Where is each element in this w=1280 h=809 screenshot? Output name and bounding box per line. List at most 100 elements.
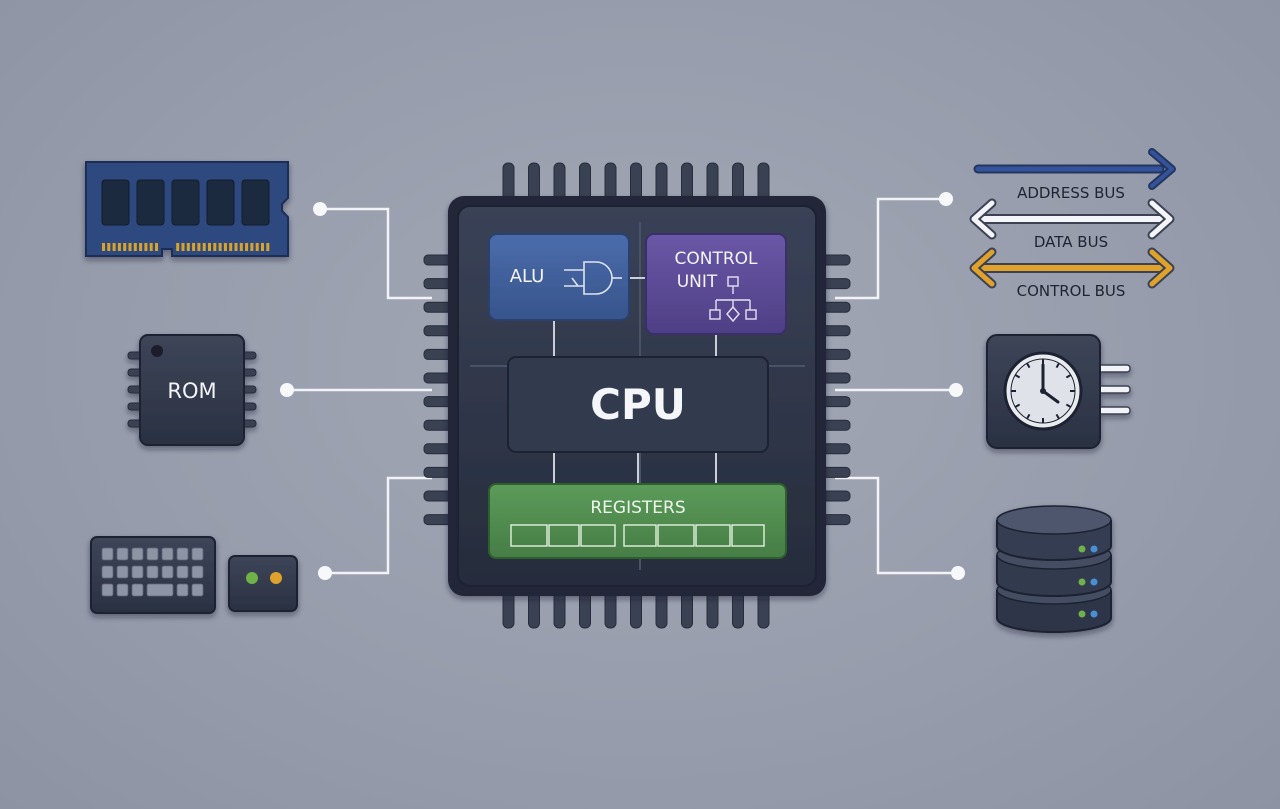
clock-tick (1065, 374, 1072, 379)
register-cells (510, 524, 765, 547)
ram-contact (117, 243, 121, 251)
control-unit-block: CONTROL UNIT (645, 233, 787, 335)
clock-tick (1026, 362, 1031, 369)
keyboard-key (101, 565, 114, 579)
clock-tick (1055, 413, 1060, 420)
cpu-core-block: CPU (507, 356, 769, 453)
keyboard-key (161, 565, 174, 579)
ram-contact (176, 243, 180, 251)
connector-dots (280, 192, 965, 580)
data-bus-label: DATA BUS (1034, 233, 1108, 251)
ram-contact (245, 243, 249, 251)
register-cell (623, 524, 657, 547)
cpu-label: CPU (590, 380, 686, 429)
keyboard-key (131, 565, 144, 579)
connector-dot (280, 383, 294, 397)
ram-contact (255, 243, 259, 251)
keyboard-key (191, 565, 204, 579)
io-device-icon (228, 555, 298, 612)
control-bus-label: CONTROL BUS (1017, 282, 1126, 300)
ram-contact (229, 243, 233, 251)
ram-contact (202, 243, 206, 251)
ram-contact (128, 243, 132, 251)
clock-icon (986, 334, 1131, 449)
status-light-green (246, 572, 258, 584)
keyboard-key (161, 547, 174, 561)
address-bus-label: ADDRESS BUS (1017, 184, 1125, 202)
control-unit-label-line2: UNIT (677, 272, 718, 292)
register-cell (548, 524, 580, 547)
keyboard-key (116, 565, 129, 579)
register-cell (580, 524, 616, 547)
cpu-internal-links (553, 277, 717, 484)
ram-contact (250, 243, 254, 251)
ram-contact (223, 243, 227, 251)
bus-legend: ADDRESS BUS DATA BUS CONTROL BUS (969, 148, 1176, 300)
connector-dot (951, 566, 965, 580)
ram-contact (186, 243, 190, 251)
wire-io-to-cpu (325, 476, 432, 575)
ram-contact (192, 243, 196, 251)
ram-contact (112, 243, 116, 251)
ram-chips (101, 179, 270, 226)
wire-ram-to-cpu (322, 207, 432, 300)
connector-dot (318, 566, 332, 580)
clock-tick (1014, 374, 1021, 379)
clock-tick (1065, 403, 1072, 408)
ram-contact (144, 243, 148, 251)
ram-contact (133, 243, 137, 251)
keyboard-key (176, 583, 189, 597)
status-light-amber (270, 572, 282, 584)
ram-contact (123, 243, 127, 251)
flowchart-icon (709, 276, 757, 323)
wire-cpu-to-storage (835, 476, 958, 575)
keyboard-key (146, 565, 159, 579)
keyboard-key (101, 583, 114, 597)
control-bus-arrow: CONTROL BUS (969, 247, 1175, 300)
database-storage-icon (996, 505, 1112, 633)
ram-contact (107, 243, 111, 251)
ram-contact (155, 243, 158, 251)
ram-contact (234, 243, 238, 251)
data-bus-arrow: DATA BUS (969, 198, 1175, 251)
ram-gold-contacts (102, 243, 270, 251)
keyboard-key (131, 547, 144, 561)
ram-contact (181, 243, 185, 251)
logic-gate-icon (564, 261, 622, 295)
cpu-chip: ALU CONTROL UNIT (448, 196, 826, 596)
ram-contact (239, 243, 243, 251)
wire-cpu-to-buses (835, 197, 946, 300)
keyboard-icon (90, 536, 216, 614)
keyboard-key (101, 547, 114, 561)
keyboard-key (176, 547, 189, 561)
connector-dot (313, 202, 327, 216)
keyboard-key (191, 547, 204, 561)
ram-contact (102, 243, 105, 251)
alu-block: ALU (488, 233, 630, 321)
rom-label: ROM (167, 379, 216, 403)
ram-contact (213, 243, 217, 251)
connector-wires (288, 197, 958, 575)
ram-contact (149, 243, 153, 251)
keyboard-key (146, 547, 159, 561)
keyboard-key (116, 547, 129, 561)
registers-label: REGISTERS (590, 498, 685, 518)
control-unit-label-line1: CONTROL (674, 249, 758, 269)
register-cell (731, 524, 765, 547)
register-cell (510, 524, 548, 547)
rom-chip-icon: ROM (127, 334, 257, 446)
ram-contact (197, 243, 201, 251)
ram-contact (266, 243, 270, 251)
keyboard-key (116, 583, 129, 597)
connector-dot (949, 383, 963, 397)
register-cell (695, 524, 731, 547)
ram-contact (261, 243, 264, 251)
ram-module-icon (85, 161, 289, 257)
clock-tick (1055, 362, 1060, 369)
connector-dot (939, 192, 953, 206)
keyboard-key (176, 565, 189, 579)
clock-tick (1026, 413, 1031, 420)
keyboard-key (191, 583, 204, 597)
db-status-lights (1078, 545, 1098, 618)
